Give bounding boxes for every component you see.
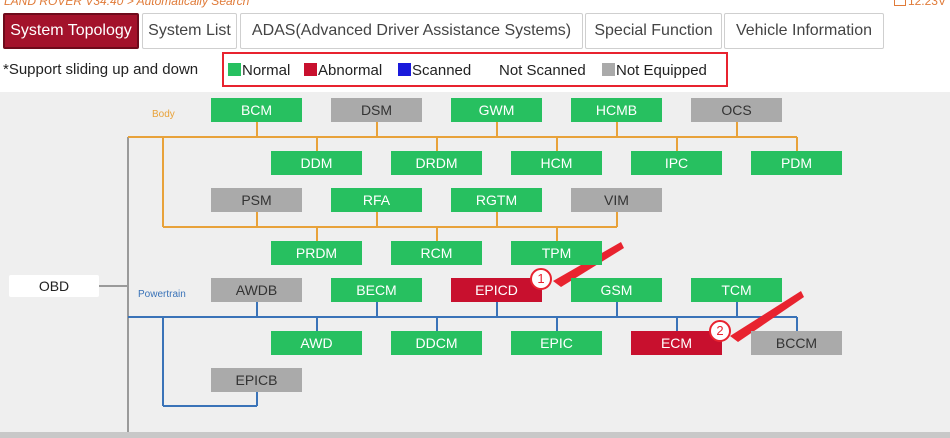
module-vim[interactable]: VIM bbox=[571, 188, 662, 212]
legend-abnormal: Abnormal bbox=[304, 63, 382, 79]
module-ipc[interactable]: IPC bbox=[631, 151, 722, 175]
module-hcmb[interactable]: HCMB bbox=[571, 98, 662, 122]
module-bcm[interactable]: BCM bbox=[211, 98, 302, 122]
tab-special-function[interactable]: Special Function bbox=[585, 13, 722, 49]
module-dsm[interactable]: DSM bbox=[331, 98, 422, 122]
module-rcm[interactable]: RCM bbox=[391, 241, 482, 265]
status-legend: Normal Abnormal Scanned Not Scanned Not … bbox=[222, 52, 728, 87]
battery-icon bbox=[893, 0, 906, 6]
module-psm[interactable]: PSM bbox=[211, 188, 302, 212]
legend-normal: Normal bbox=[228, 63, 290, 79]
module-rfa[interactable]: RFA bbox=[331, 188, 422, 212]
module-ocs[interactable]: OCS bbox=[691, 98, 782, 122]
topology-connectors bbox=[99, 122, 804, 438]
module-prdm[interactable]: PRDM bbox=[271, 241, 362, 265]
tab-system-topology[interactable]: System Topology bbox=[3, 13, 139, 49]
tab-vehicle-information[interactable]: Vehicle Information bbox=[724, 13, 884, 49]
voltage-readout: 12.23V bbox=[893, 0, 946, 8]
module-ddm[interactable]: DDM bbox=[271, 151, 362, 175]
legend-swatch-scanned bbox=[398, 63, 411, 76]
module-rgtm[interactable]: RGTM bbox=[451, 188, 542, 212]
legend-swatch-not-scanned bbox=[485, 63, 498, 76]
top-bar: LAND ROVER V34.40 > Automatically Search… bbox=[0, 0, 950, 10]
annotation-badge-2: 2 bbox=[709, 320, 731, 342]
scroll-hint: *Support sliding up and down bbox=[3, 61, 199, 78]
module-epic[interactable]: EPIC bbox=[511, 331, 602, 355]
tab-system-list[interactable]: System List bbox=[142, 13, 237, 49]
module-awdb[interactable]: AWDB bbox=[211, 278, 302, 302]
topology-canvas[interactable]: Body Powertrain OBD BCM DSM GWM HCMB OCS… bbox=[0, 92, 950, 438]
module-epicb[interactable]: EPICB bbox=[211, 368, 302, 392]
module-awd[interactable]: AWD bbox=[271, 331, 362, 355]
module-gwm[interactable]: GWM bbox=[451, 98, 542, 122]
module-bccm[interactable]: BCCM bbox=[751, 331, 842, 355]
legend-scanned: Scanned bbox=[398, 63, 471, 79]
module-gsm[interactable]: GSM bbox=[571, 278, 662, 302]
module-ecm[interactable]: ECM bbox=[631, 331, 722, 355]
module-pdm[interactable]: PDM bbox=[751, 151, 842, 175]
group-label-body: Body bbox=[152, 109, 175, 120]
legend-swatch-normal bbox=[228, 63, 241, 76]
module-drdm[interactable]: DRDM bbox=[391, 151, 482, 175]
module-tpm[interactable]: TPM bbox=[511, 241, 602, 265]
module-hcm[interactable]: HCM bbox=[511, 151, 602, 175]
module-epicd[interactable]: EPICD bbox=[451, 278, 542, 302]
app-title: LAND ROVER V34.40 > Automatically Search bbox=[4, 0, 250, 8]
legend-not-equipped: Not Equipped bbox=[602, 63, 707, 79]
legend-swatch-not-equipped bbox=[602, 63, 615, 76]
bottom-divider bbox=[0, 432, 950, 438]
group-label-powertrain: Powertrain bbox=[138, 289, 186, 300]
voltage-value: 12.23V bbox=[907, 0, 946, 8]
module-tcm[interactable]: TCM bbox=[691, 278, 782, 302]
module-ddcm[interactable]: DDCM bbox=[391, 331, 482, 355]
legend-not-scanned: Not Scanned bbox=[485, 63, 586, 79]
tab-adas[interactable]: ADAS(Advanced Driver Assistance Systems) bbox=[240, 13, 583, 49]
legend-swatch-abnormal bbox=[304, 63, 317, 76]
annotation-arrow-2 bbox=[730, 291, 804, 342]
obd-node[interactable]: OBD bbox=[9, 275, 99, 297]
module-becm[interactable]: BECM bbox=[331, 278, 422, 302]
annotation-badge-1: 1 bbox=[530, 268, 552, 290]
